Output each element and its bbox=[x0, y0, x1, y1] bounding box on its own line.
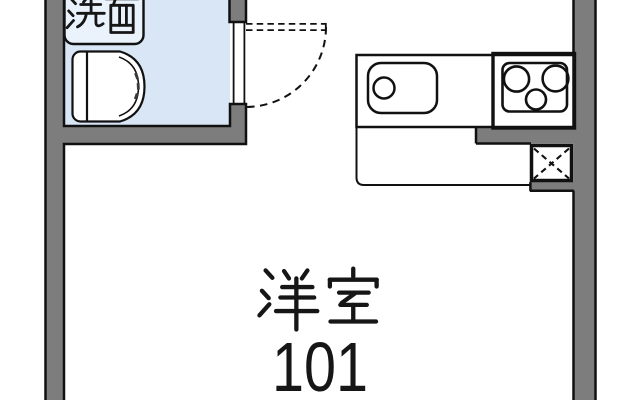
room-label bbox=[257, 266, 379, 332]
kitchen-floor-edge bbox=[355, 128, 530, 186]
kanji-men bbox=[105, 0, 139, 34]
wall-band-bottom-fill bbox=[530, 182, 574, 191]
door-swing-arc bbox=[245, 26, 327, 108]
wall-door-stub bbox=[228, 0, 248, 24]
burner-small bbox=[524, 88, 548, 111]
washroom-label bbox=[65, 0, 139, 34]
toilet-icon bbox=[71, 50, 146, 123]
kitchen-sink-icon bbox=[366, 61, 439, 115]
kanji-you bbox=[257, 268, 320, 332]
wall-right-fill bbox=[573, 0, 596, 400]
pipe-space-diag-2 bbox=[533, 147, 570, 180]
kanji-sen bbox=[65, 0, 106, 30]
sink-basin bbox=[366, 61, 439, 115]
pipe-space-x-icon bbox=[529, 143, 574, 183]
wall-left bbox=[44, 0, 248, 400]
stove-burners-icon bbox=[491, 51, 577, 130]
wall-right-edges bbox=[474, 0, 597, 400]
wall-right bbox=[476, 0, 596, 400]
room-number: 101 bbox=[272, 328, 368, 400]
stove-plate bbox=[501, 61, 569, 113]
door-swing-icon bbox=[245, 22, 327, 108]
wall-band-top-fill bbox=[476, 127, 574, 144]
toilet-bowl bbox=[85, 50, 146, 123]
burner-left bbox=[502, 65, 531, 93]
faucet-icon bbox=[372, 76, 396, 100]
kanji-shitsu bbox=[327, 266, 379, 324]
toilet-ticks bbox=[133, 72, 140, 100]
burner-right bbox=[541, 64, 570, 93]
